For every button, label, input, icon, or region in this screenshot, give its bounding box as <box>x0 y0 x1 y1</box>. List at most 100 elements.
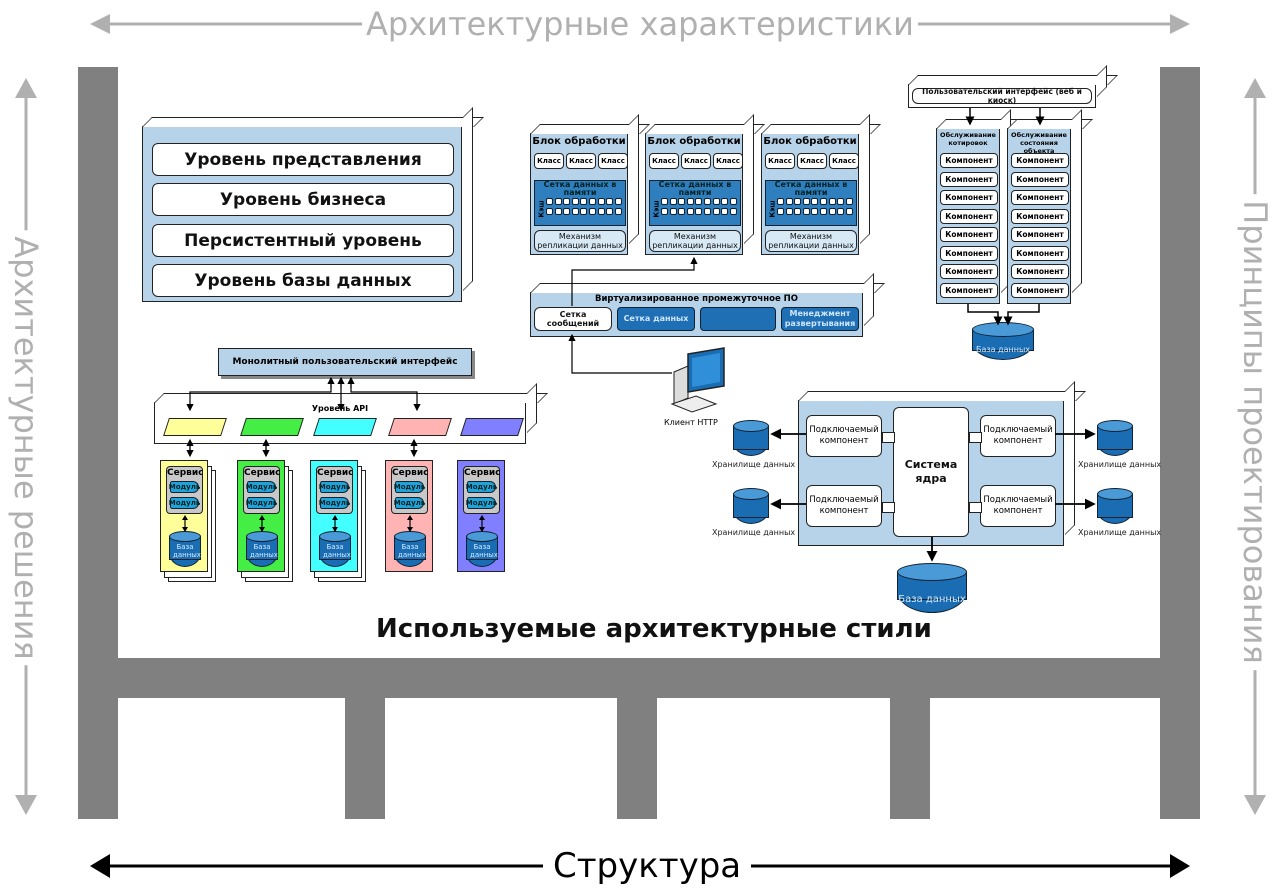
api-endpoint <box>313 418 377 436</box>
layered-architecture: Уровень представления Уровень бизнеса Пе… <box>142 126 462 302</box>
cache-cell <box>678 198 686 205</box>
database-label: База данных <box>250 543 278 559</box>
data-grid-title: Сетка данных в памяти <box>658 180 732 197</box>
cache-cell <box>712 198 720 205</box>
plugin-component: Подключаемый компонент <box>806 485 882 527</box>
service-title: Сервис <box>167 468 204 478</box>
api-endpoint <box>388 418 452 436</box>
service-title: Сервис <box>317 468 354 478</box>
cache-cell <box>546 208 553 215</box>
module: Модуль <box>465 481 498 493</box>
data-store-icon <box>733 488 769 524</box>
module: Модуль <box>318 497 351 509</box>
cache-cell <box>695 208 703 215</box>
plugin-component: Подключаемый компонент <box>980 485 1056 527</box>
component-box: Компонент <box>940 208 998 224</box>
cache-cell <box>794 198 802 205</box>
cache-cell <box>845 208 853 215</box>
cache-cells <box>546 198 624 218</box>
service-ui-layer: Пользовательский интерфейс (веб и киоск) <box>908 84 1096 108</box>
axis-label-bottom: Структура <box>543 846 752 886</box>
deployment-manager: Менеджмент развертывания <box>781 307 859 331</box>
cache-cell <box>785 208 793 215</box>
module: Модуль <box>168 481 201 493</box>
class-box: Класс <box>649 153 679 169</box>
cache-cell <box>820 208 827 215</box>
frame-left-pillar <box>78 67 118 819</box>
cache-cell <box>580 208 588 215</box>
component-box: Компонент <box>940 227 998 242</box>
component-box: Компонент <box>940 282 998 298</box>
module: Модуль <box>168 497 201 509</box>
layer-presentation: Уровень представления <box>152 143 454 176</box>
service-box: Сервис Модуль Модуль <box>391 466 429 514</box>
cache-cell <box>678 208 686 215</box>
cache-cell <box>661 198 668 205</box>
cache-cell <box>606 208 614 215</box>
plugin-component: Подключаемый компонент <box>806 415 882 457</box>
data-grid-title: Сетка данных в памяти <box>774 180 848 197</box>
cache-label: Кэш <box>768 200 777 218</box>
cache-cell <box>695 198 703 205</box>
cache-cell <box>721 198 729 205</box>
cache-cell <box>837 198 845 205</box>
component-box: Компонент <box>1011 190 1069 205</box>
database-label: База данных <box>323 543 351 559</box>
cache-cell <box>669 198 677 205</box>
connector <box>882 502 895 513</box>
database-icon: База данных <box>897 563 967 613</box>
cache-cell <box>777 208 784 215</box>
cache-cell <box>669 208 677 215</box>
database-label: База данных <box>975 345 1031 354</box>
component-box: Компонент <box>1011 171 1069 187</box>
api-endpoint <box>460 418 524 436</box>
data-grid-service: Сетка данных <box>617 307 695 331</box>
microservice: Сервис Модуль Модуль База данных <box>160 460 208 572</box>
layer-business: Уровень бизнеса <box>152 183 454 216</box>
data-store-icon <box>1097 420 1133 456</box>
component-box: Компонент <box>940 153 998 168</box>
cache-cell <box>721 208 729 215</box>
database-icon: База данных <box>466 531 498 567</box>
component-box: Компонент <box>1011 245 1069 261</box>
layer-persistence: Персистентный уровень <box>152 224 454 257</box>
database-label: База данных <box>898 594 966 605</box>
data-store-label: Хранилище данных <box>1078 460 1162 469</box>
database-label: База данных <box>398 543 426 559</box>
cache-cell <box>794 208 802 215</box>
module: Модуль <box>465 497 498 509</box>
service-box: Сервис Модуль Модуль <box>243 466 281 514</box>
cache-cell <box>802 198 810 205</box>
cache-cell <box>729 208 737 215</box>
component-box: Компонент <box>1011 227 1069 242</box>
replication-engine: Механизм репликации данных <box>534 230 626 252</box>
module: Модуль <box>245 481 278 493</box>
axis-label-right: Принципы проектирования <box>1235 194 1275 670</box>
core-system: Система ядра <box>893 407 969 537</box>
module: Модуль <box>393 481 426 493</box>
service-title: Сервис <box>392 468 429 478</box>
cache-cell <box>686 198 694 205</box>
component-box: Компонент <box>940 264 998 279</box>
service-box: Сервис Модуль Модуль <box>166 466 204 514</box>
data-grid: Сетка данных в памяти Кэш <box>534 180 626 226</box>
database-icon: База данных <box>394 531 426 567</box>
microservice: Сервис Модуль Модуль База данных <box>385 460 433 572</box>
cache-cells <box>777 198 855 218</box>
service-title: Сервис <box>464 468 501 478</box>
module: Модуль <box>318 481 351 493</box>
processing-unit: Блок обработки Класс Класс Класс Сетка д… <box>761 133 859 255</box>
cache-cell <box>686 208 694 215</box>
microkernel-container: Система ядра Подключаемый компонент Подк… <box>798 400 1064 546</box>
data-store-label: Хранилище данных <box>712 460 796 469</box>
messaging-grid: Сетка сообщений <box>534 307 612 331</box>
class-box: Класс <box>765 153 795 169</box>
data-store-icon <box>1097 488 1133 524</box>
processing-grid-service <box>700 307 776 331</box>
cache-cell <box>563 208 571 215</box>
cache-cell <box>828 208 836 215</box>
cache-label: Кэш <box>537 200 546 218</box>
cache-cell <box>712 208 720 215</box>
module: Модуль <box>393 497 426 509</box>
